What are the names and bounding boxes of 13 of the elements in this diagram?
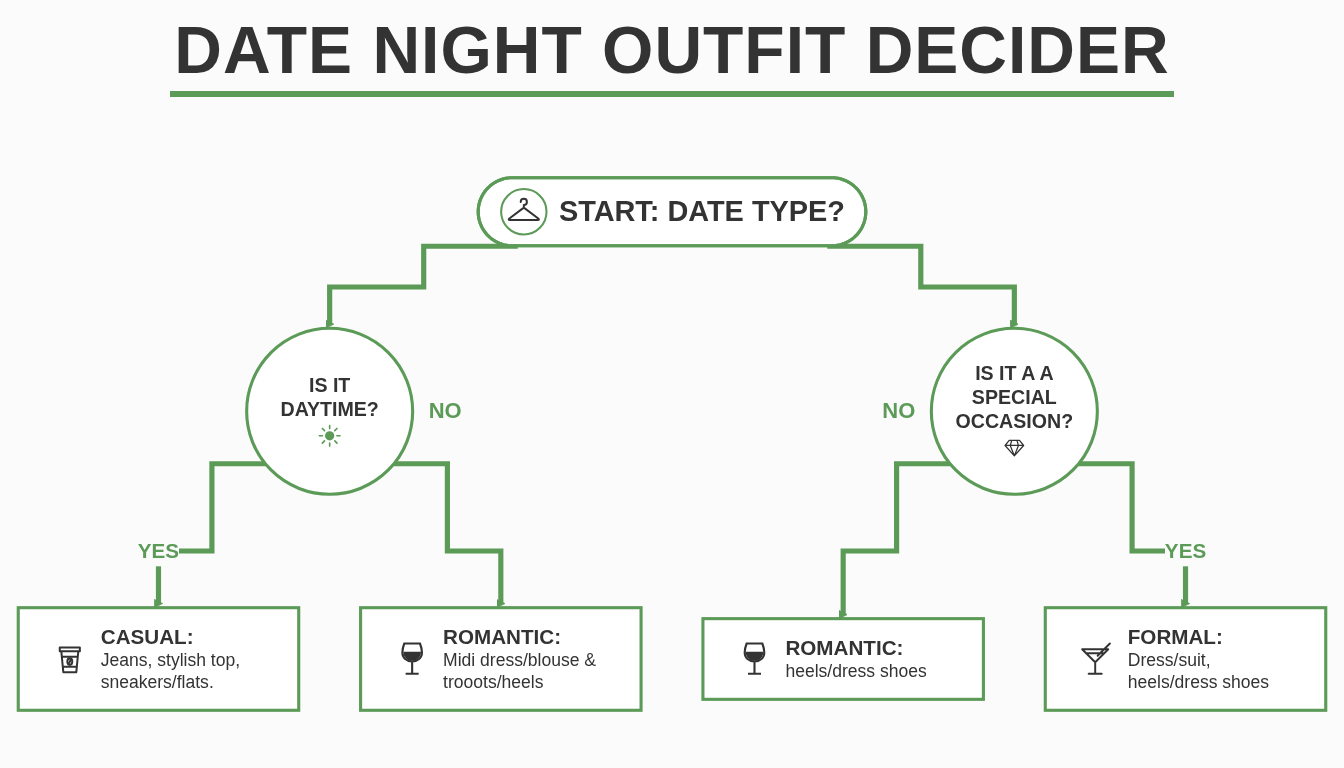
branch-label: NO <box>882 398 916 425</box>
edge-label: YES <box>1164 539 1207 563</box>
node-box: FORMAL: Dress/suit, heels/dress shoes <box>1043 606 1328 712</box>
node-circle: IS IT DAYTIME? <box>245 326 415 496</box>
diagram-title: DATE NIGHT OUTFIT DECIDER <box>170 16 1174 98</box>
node-circle: IS IT A A SPECIAL OCCASION? <box>929 326 1099 496</box>
arrow <box>827 243 1019 329</box>
edge-label: YES <box>137 539 180 563</box>
node-box: CASUAL: Jeans, stylish top, sneakers/flats. <box>16 606 301 712</box>
arrow <box>325 243 518 329</box>
node-box: ROMANTIC: Midi dress/blouse & trooots/heels <box>359 606 643 712</box>
node-box: ROMANTIC: heels/dress shoes <box>701 617 985 701</box>
branch-label: NO <box>428 398 462 425</box>
